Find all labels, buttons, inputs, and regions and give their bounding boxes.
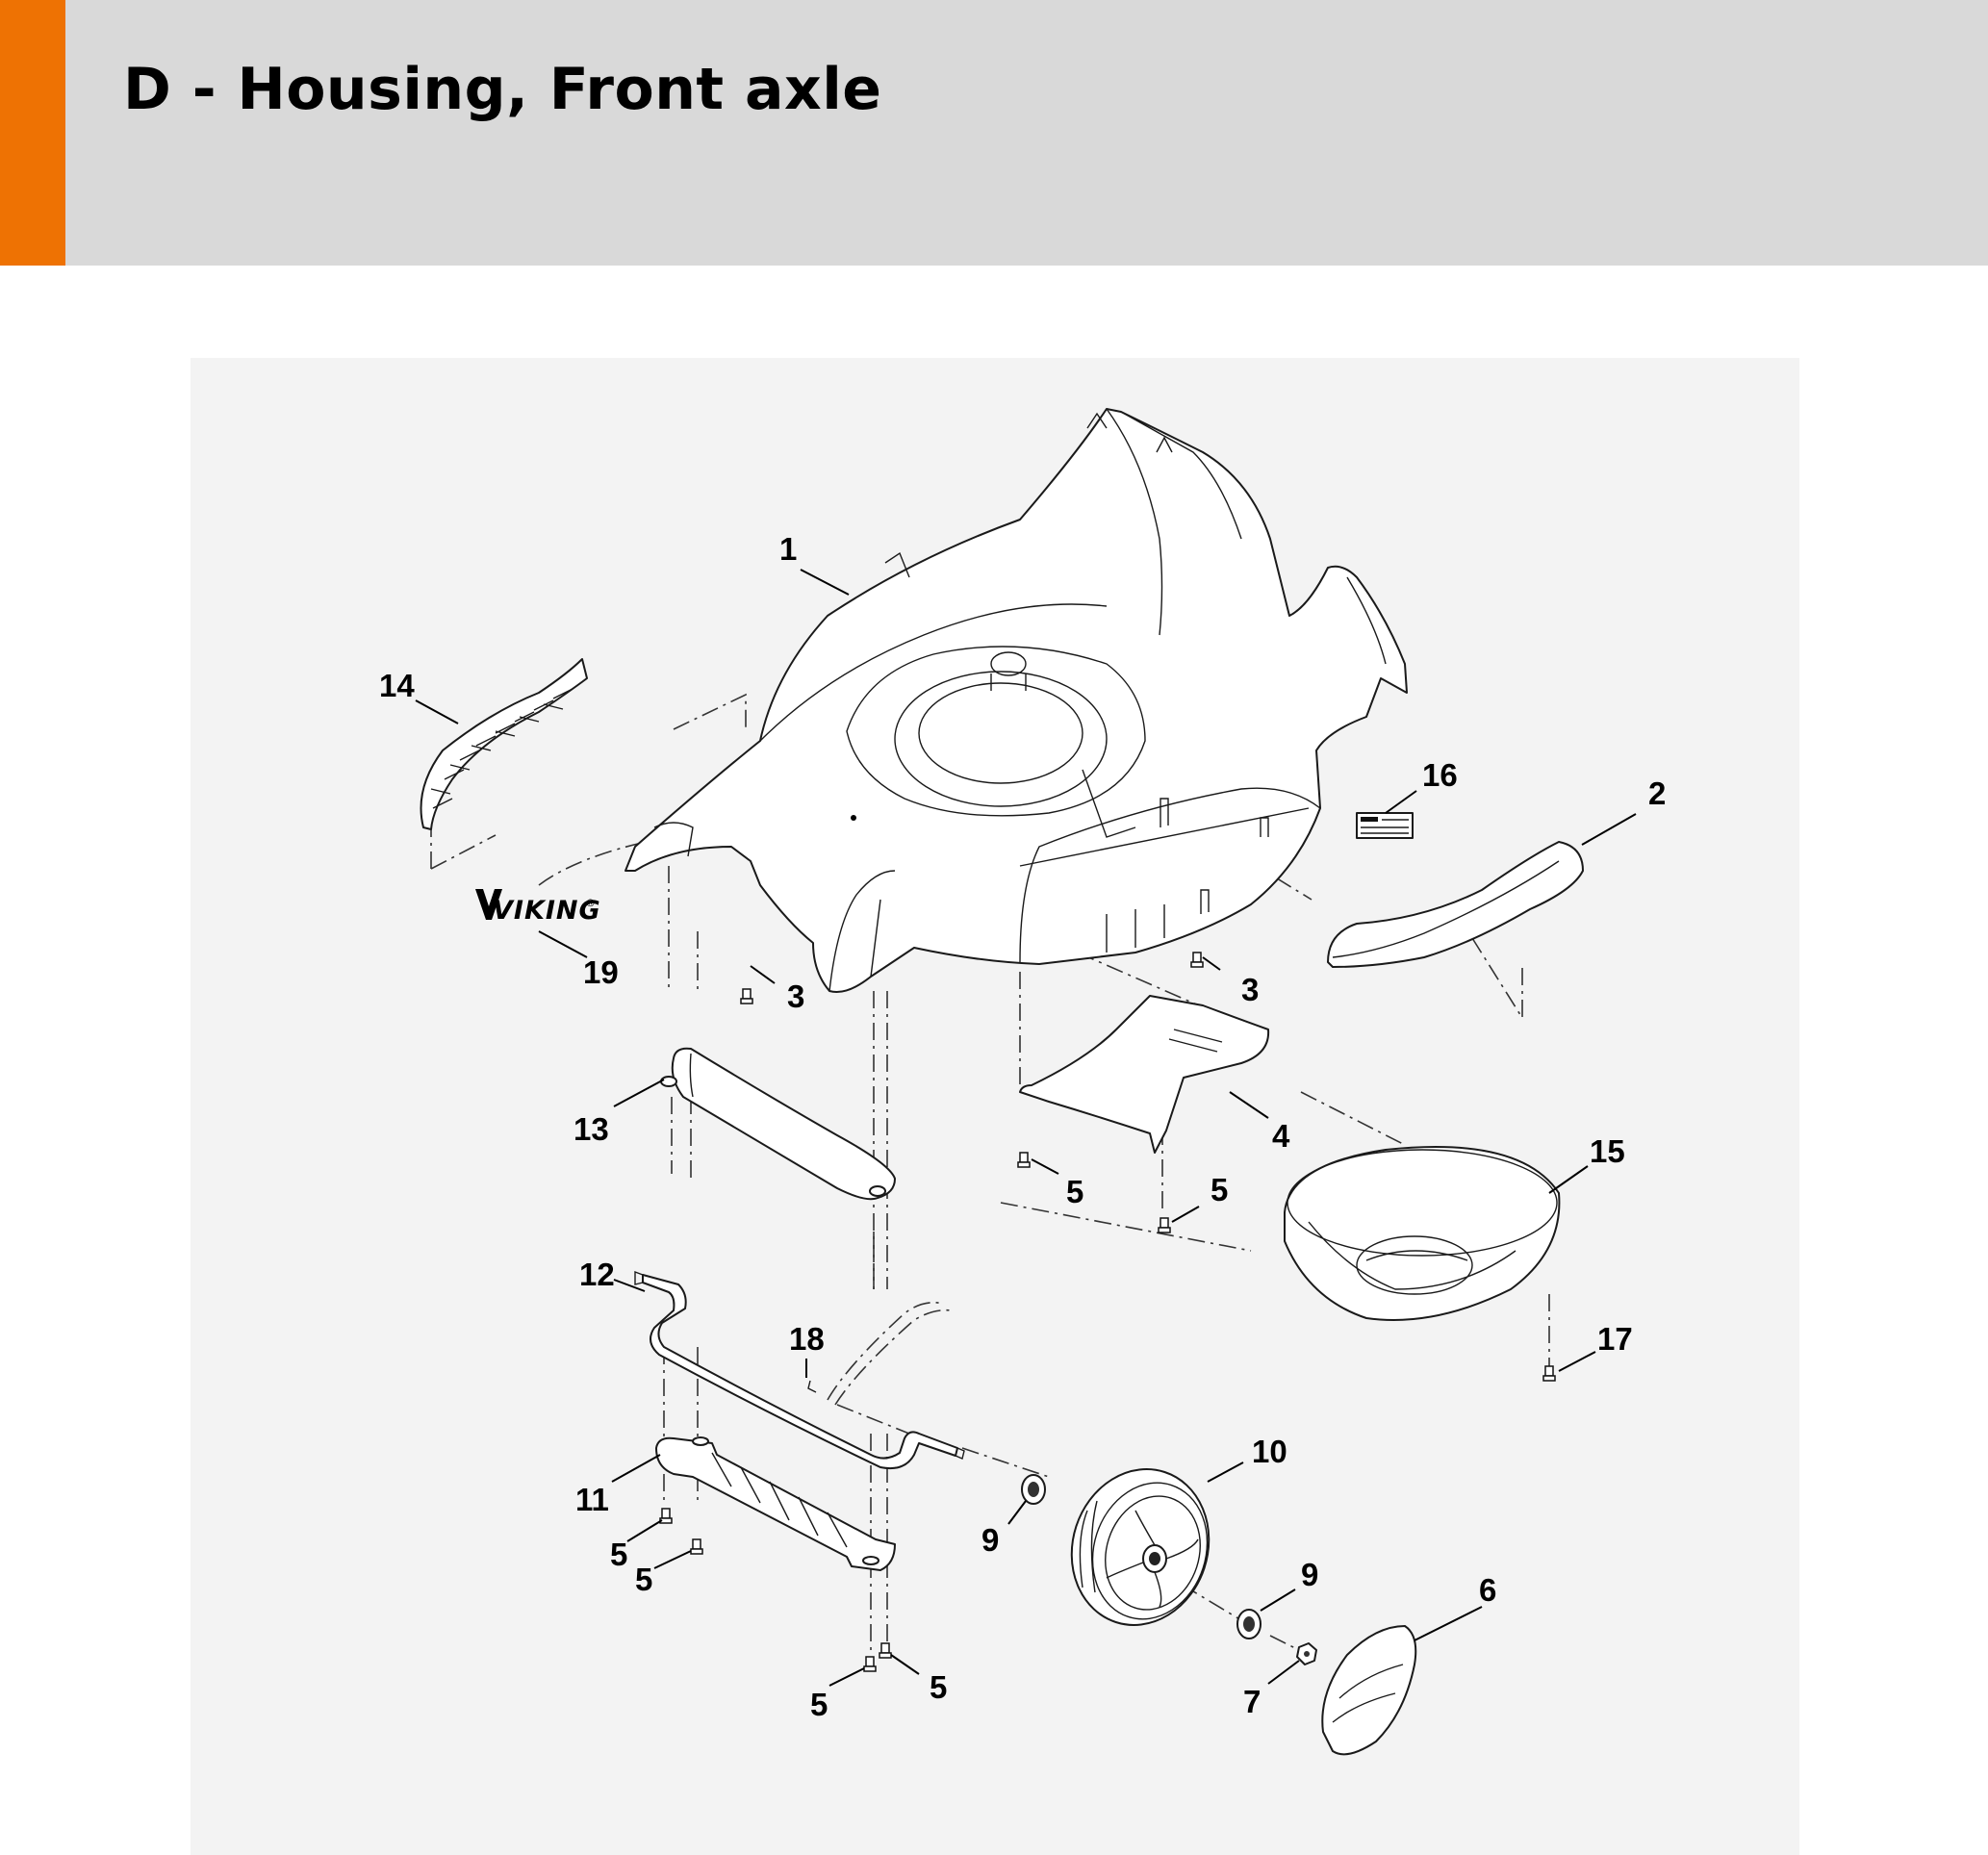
callout-4: 4 bbox=[1272, 1118, 1290, 1154]
bearing-part-front bbox=[1021, 1474, 1046, 1505]
nut-part bbox=[1296, 1642, 1317, 1665]
logo-text: VIKING bbox=[493, 896, 601, 926]
callout-9-rear: 9 bbox=[1301, 1557, 1318, 1592]
housing-deck bbox=[624, 408, 1408, 993]
screw-5-deflector-right bbox=[1158, 1217, 1171, 1233]
screws bbox=[659, 952, 1556, 1672]
callout-5-bottom-b: 5 bbox=[930, 1669, 947, 1705]
deflector-part bbox=[1019, 995, 1270, 1154]
leader-lines bbox=[415, 569, 1637, 1687]
callout-14: 14 bbox=[379, 668, 415, 703]
screw-5-bottom-a bbox=[863, 1656, 877, 1672]
screw-17 bbox=[1542, 1365, 1556, 1382]
front-axle-part bbox=[634, 1270, 965, 1470]
callout-1: 1 bbox=[779, 531, 797, 567]
screw-5-bottom-b bbox=[879, 1642, 892, 1659]
callout-19: 19 bbox=[583, 954, 619, 990]
callout-5-bracket-a: 5 bbox=[610, 1537, 627, 1572]
callout-13: 13 bbox=[573, 1111, 609, 1147]
callout-18: 18 bbox=[789, 1321, 825, 1357]
clip-part bbox=[807, 1301, 952, 1406]
callout-17: 17 bbox=[1597, 1321, 1633, 1357]
rear-comb-part bbox=[420, 658, 588, 830]
callout-5-deflector-right: 5 bbox=[1211, 1172, 1228, 1207]
callout-16: 16 bbox=[1422, 757, 1458, 793]
callout-10: 10 bbox=[1252, 1434, 1287, 1469]
callout-5-deflector-left: 5 bbox=[1066, 1174, 1083, 1209]
wheel-part bbox=[1070, 1468, 1211, 1626]
page-title: D - Housing, Front axle bbox=[123, 56, 882, 123]
callout-6: 6 bbox=[1479, 1572, 1496, 1608]
callout-5-bracket-b: 5 bbox=[635, 1562, 652, 1597]
axle-bracket-part bbox=[655, 1436, 896, 1571]
bowl-part bbox=[1284, 1146, 1561, 1321]
side-cover-part bbox=[1327, 841, 1584, 968]
callout-7: 7 bbox=[1243, 1684, 1261, 1719]
callout-15: 15 bbox=[1590, 1133, 1625, 1169]
bearing-part-rear bbox=[1236, 1609, 1262, 1639]
callout-3-right: 3 bbox=[1241, 972, 1259, 1007]
screw-3-left bbox=[740, 988, 753, 1004]
callouts: 1 14 16 2 19 3 3 13 4 5 5 15 12 18 17 10… bbox=[379, 531, 1666, 1722]
callout-3-left: 3 bbox=[787, 978, 804, 1014]
accent-strip bbox=[0, 0, 65, 266]
viking-logo: VIKING ® bbox=[475, 889, 601, 926]
screw-3-right bbox=[1190, 952, 1204, 968]
callout-5-bottom-a: 5 bbox=[810, 1687, 828, 1722]
callout-9-front: 9 bbox=[981, 1522, 999, 1558]
type-label-part bbox=[1356, 812, 1414, 839]
callout-11: 11 bbox=[575, 1482, 609, 1517]
callout-2: 2 bbox=[1648, 775, 1666, 811]
screw-5-bracket-b bbox=[690, 1538, 703, 1555]
callout-12: 12 bbox=[579, 1257, 615, 1292]
hubcap-part bbox=[1321, 1625, 1417, 1756]
screw-5-deflector-left bbox=[1017, 1152, 1031, 1168]
front-bumper-part bbox=[660, 1047, 896, 1201]
logo-registered-mark: ® bbox=[585, 897, 596, 909]
header-bar: D - Housing, Front axle bbox=[0, 0, 1988, 266]
